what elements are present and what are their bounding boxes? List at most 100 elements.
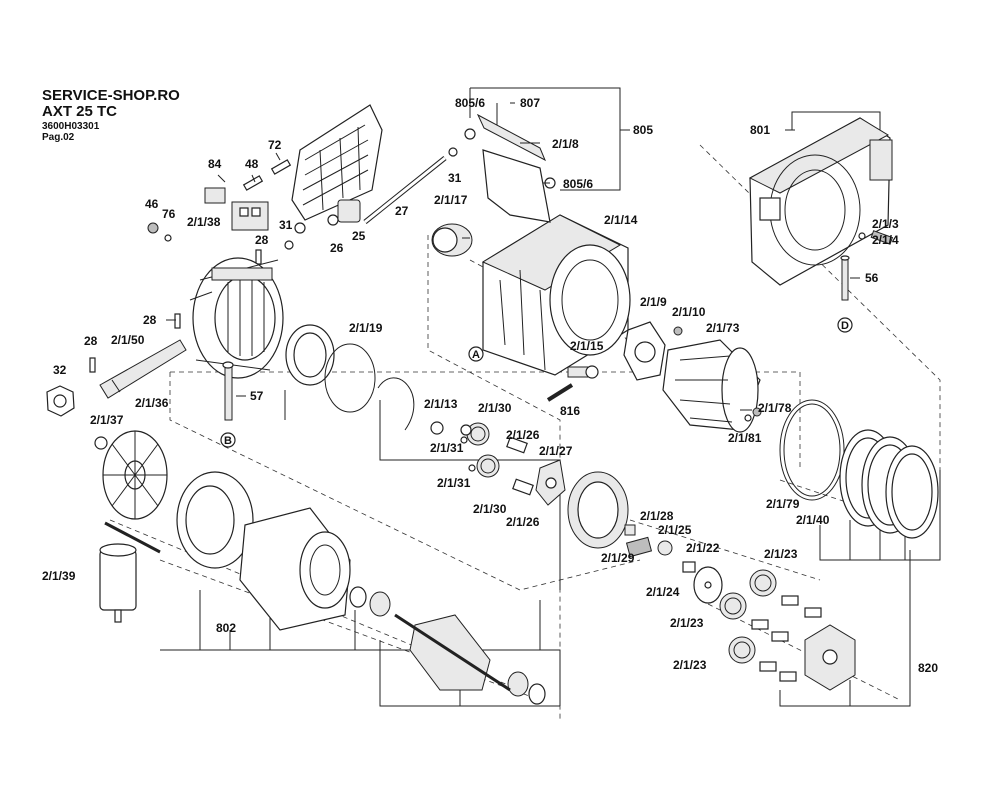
part-number: 3600H03301 bbox=[42, 121, 100, 132]
label-2-1-31-top: 2/1/31 bbox=[430, 441, 464, 455]
label-57: 57 bbox=[250, 389, 264, 403]
switch-2-1-38 bbox=[231, 201, 269, 231]
label-46: 46 bbox=[145, 197, 159, 211]
label-2-1-14: 2/1/14 bbox=[604, 213, 638, 227]
label-2-1-10: 2/1/10 bbox=[672, 305, 706, 319]
label-48: 48 bbox=[245, 157, 259, 171]
pin-28-left bbox=[89, 357, 96, 373]
label-805-6-top: 805/6 bbox=[455, 96, 485, 110]
label-2-1-38: 2/1/38 bbox=[187, 215, 221, 229]
label-801: 801 bbox=[750, 123, 770, 137]
label-2-1-37: 2/1/37 bbox=[90, 413, 124, 427]
washer-2-1-81 bbox=[744, 414, 752, 422]
seal-2-1-37 bbox=[94, 436, 108, 450]
pin-56 bbox=[840, 255, 850, 301]
clip-26 bbox=[327, 214, 339, 226]
label-2-1-36: 2/1/36 bbox=[135, 396, 169, 410]
label-2-1-23-low: 2/1/23 bbox=[673, 658, 707, 672]
label-76: 76 bbox=[162, 207, 176, 221]
label-2-1-78: 2/1/78 bbox=[758, 401, 792, 415]
label-2-1-31-low: 2/1/31 bbox=[437, 476, 471, 490]
label-2-1-30-low: 2/1/30 bbox=[473, 502, 507, 516]
housing-801 bbox=[748, 117, 893, 286]
label-72: 72 bbox=[268, 138, 282, 152]
label-2-1-81: 2/1/81 bbox=[728, 431, 762, 445]
plate-2-1-9 bbox=[623, 321, 666, 381]
label-2-1-9: 2/1/9 bbox=[640, 295, 667, 309]
clip-31-left bbox=[284, 240, 294, 250]
shaft-27 bbox=[363, 156, 447, 224]
label-56: 56 bbox=[865, 271, 879, 285]
funnel-2-1-73 bbox=[662, 339, 761, 433]
part-2-1-22 bbox=[682, 561, 696, 573]
label-2-1-79: 2/1/79 bbox=[766, 497, 800, 511]
gears-2-1-23 bbox=[719, 569, 822, 682]
ring-2-1-13 bbox=[430, 421, 444, 435]
label-2-1-15: 2/1/15 bbox=[570, 339, 604, 353]
label-28-mid: 28 bbox=[143, 313, 157, 327]
label-802: 802 bbox=[216, 621, 236, 635]
capacitor-2-1-39 bbox=[99, 543, 137, 623]
pin-816 bbox=[546, 383, 574, 402]
screw-2-1-78 bbox=[752, 407, 762, 417]
screw-46 bbox=[147, 222, 159, 234]
screw-2-1-3 bbox=[870, 230, 894, 245]
label-805-6-low: 805/6 bbox=[563, 177, 593, 191]
label-25: 25 bbox=[352, 229, 366, 243]
plate-2-1-27 bbox=[535, 459, 566, 506]
shop-name: SERVICE-SHOP.RO bbox=[42, 87, 180, 104]
washer-76 bbox=[164, 234, 172, 242]
label-2-1-29: 2/1/29 bbox=[601, 551, 635, 565]
group-brackets bbox=[160, 87, 941, 707]
fan-2-1-36 bbox=[102, 430, 168, 520]
label-2-1-26-top: 2/1/26 bbox=[506, 428, 540, 442]
leader-lines bbox=[166, 102, 860, 411]
label-2-1-39: 2/1/39 bbox=[42, 569, 76, 583]
label-2-1-27: 2/1/27 bbox=[539, 444, 573, 458]
clip-31-upper bbox=[448, 147, 458, 157]
motor-housing bbox=[189, 257, 284, 379]
label-2-1-23-top: 2/1/23 bbox=[764, 547, 798, 561]
stator bbox=[239, 507, 351, 631]
label-2-1-19: 2/1/19 bbox=[349, 321, 383, 335]
label-32: 32 bbox=[53, 363, 67, 377]
label-820: 820 bbox=[918, 661, 938, 675]
gears-2-1-30 bbox=[460, 422, 500, 478]
bracket-84 bbox=[204, 187, 226, 204]
pin-57 bbox=[222, 361, 234, 421]
pin-72 bbox=[270, 159, 292, 175]
shaft-2-1-50 bbox=[99, 339, 187, 399]
ring-2-1-79 bbox=[779, 399, 845, 501]
nut-32 bbox=[46, 385, 75, 417]
label-28-left: 28 bbox=[84, 334, 98, 348]
label-2-1-24: 2/1/24 bbox=[646, 585, 680, 599]
label-2-1-50: 2/1/50 bbox=[111, 333, 145, 347]
label-2-1-13: 2/1/13 bbox=[424, 397, 458, 411]
label-2-1-4: 2/1/4 bbox=[872, 233, 899, 247]
svg-text:B: B bbox=[224, 435, 232, 447]
washer-2-1-4 bbox=[858, 232, 866, 240]
part-labels: 72 84 48 46 76 2/1/38 31 26 28 25 27 31 … bbox=[42, 96, 938, 675]
pin-28-upper bbox=[255, 249, 262, 265]
label-2-1-8: 2/1/8 bbox=[552, 137, 579, 151]
marker-a: A bbox=[468, 346, 484, 362]
label-31-left: 31 bbox=[279, 218, 293, 232]
label-2-1-25: 2/1/25 bbox=[658, 523, 692, 537]
end-shield bbox=[176, 471, 254, 569]
label-27: 27 bbox=[395, 204, 409, 218]
label-2-1-28: 2/1/28 bbox=[640, 509, 674, 523]
ring-2-1-19 bbox=[285, 324, 415, 431]
label-2-1-3: 2/1/3 bbox=[872, 217, 899, 231]
marker-b: B bbox=[220, 432, 236, 448]
model-name: AXT 25 TC bbox=[42, 103, 118, 120]
label-2-1-40: 2/1/40 bbox=[796, 513, 830, 527]
label-2-1-26-low: 2/1/26 bbox=[506, 515, 540, 529]
marker-d: D bbox=[837, 317, 853, 333]
screw-2-1-10 bbox=[673, 326, 683, 336]
pin-28-mid bbox=[174, 313, 181, 329]
disc-2-1-24 bbox=[693, 566, 723, 604]
label-26: 26 bbox=[330, 241, 344, 255]
label-28-upper: 28 bbox=[255, 233, 269, 247]
cover-plate-part bbox=[291, 104, 383, 234]
rotor bbox=[394, 613, 511, 692]
